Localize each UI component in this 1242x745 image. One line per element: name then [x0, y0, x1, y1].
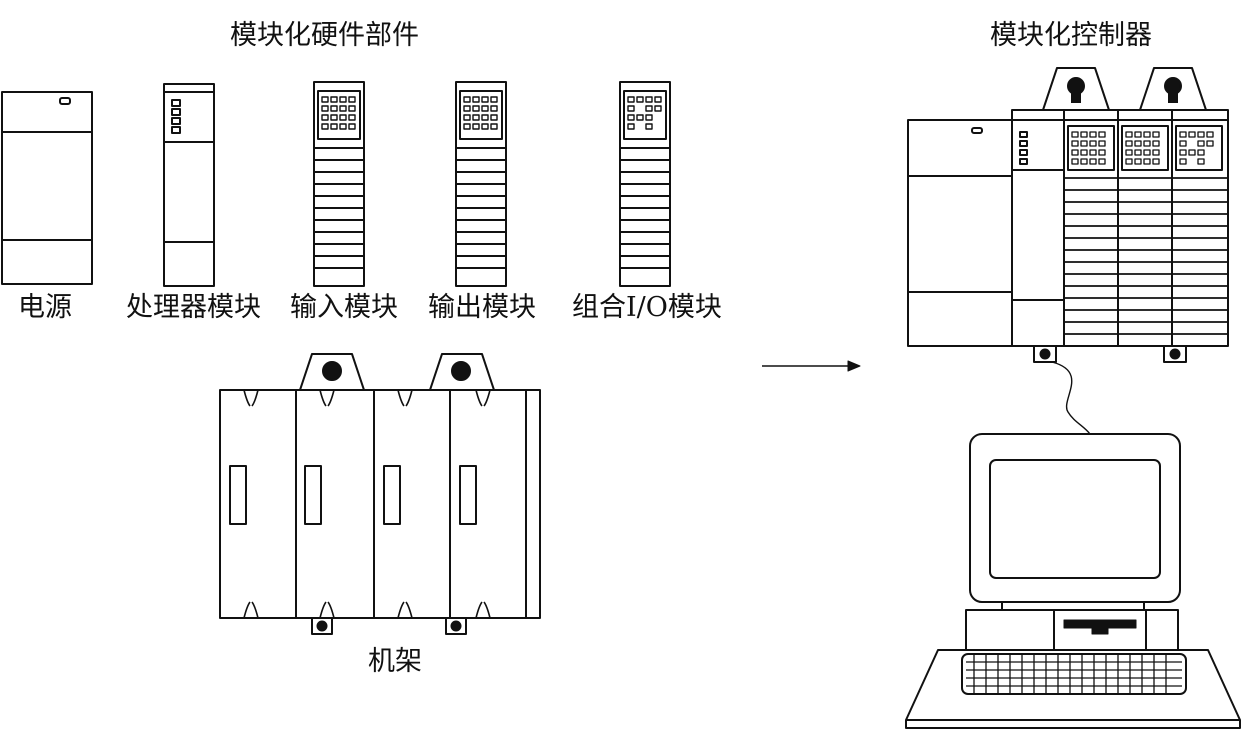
power-supply-module	[1, 91, 93, 285]
cable	[1051, 361, 1091, 435]
processor-module	[163, 83, 215, 287]
rack-label: 机架	[368, 646, 422, 677]
power-supply-label: 电源	[18, 292, 72, 323]
arrow	[762, 360, 861, 372]
modular-controller-title: 模块化控制器	[990, 20, 1152, 51]
computer	[905, 433, 1241, 729]
output-module-label: 输出模块	[428, 292, 536, 323]
modular-controller	[907, 67, 1229, 363]
processor-module-label: 处理器模块	[126, 292, 261, 323]
input-module	[313, 81, 365, 287]
rack-chassis	[219, 353, 541, 635]
input-module-label: 输入模块	[290, 292, 398, 323]
output-module	[455, 81, 507, 287]
combo-io-module-label: 组合I/O模块	[572, 292, 722, 323]
modular-hardware-title: 模块化硬件部件	[230, 20, 419, 51]
combo-io-module	[619, 81, 671, 287]
